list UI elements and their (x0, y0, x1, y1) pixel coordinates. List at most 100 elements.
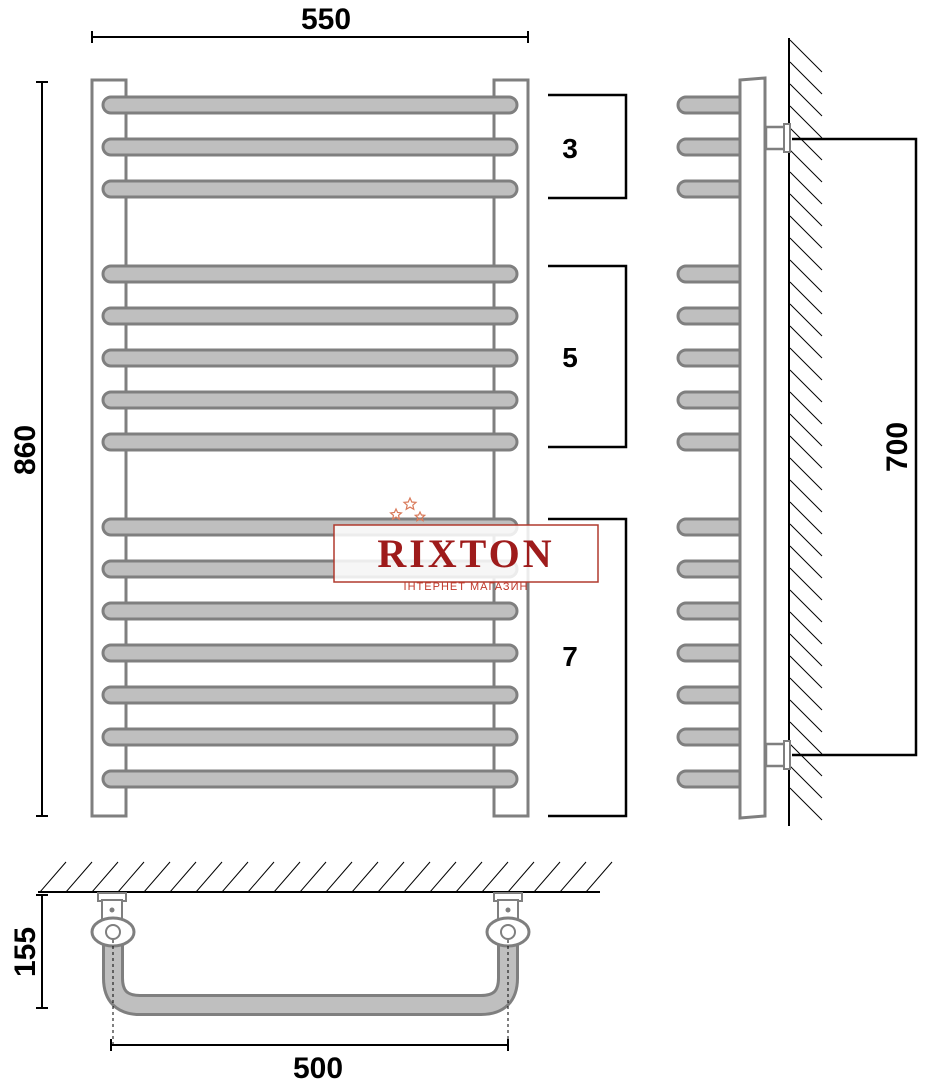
wall-hatch-line (789, 699, 823, 733)
top-wall-hatch-line (429, 861, 457, 893)
watermark-brand: RIXTON (377, 531, 554, 576)
wall-hatch-line (789, 281, 823, 315)
wall-hatch-line (789, 391, 823, 425)
side-bar-5 (676, 306, 743, 326)
wall-hatch-line (789, 457, 823, 491)
top-wall-hatch-line (455, 861, 483, 893)
wall-hatch-line (789, 633, 823, 667)
wall-hatch-line (789, 787, 823, 821)
wall-hatch-line (789, 149, 823, 183)
top-wall-hatch-line (507, 861, 535, 893)
side-bar-6 (676, 348, 743, 368)
top-wall (38, 861, 613, 893)
side-bar-1 (676, 95, 743, 115)
dimension-depth: 155 (9, 894, 48, 1009)
wall-hatch-line (789, 435, 823, 469)
side-bar-10 (676, 559, 743, 579)
front-bar-2 (101, 137, 519, 157)
wall-hatch-line (789, 545, 823, 579)
top-wall-hatch-line (39, 861, 67, 893)
front-bars (101, 95, 519, 789)
front-bar-8 (101, 432, 519, 452)
top-wall-hatch-line (559, 861, 587, 893)
top-wall-hatch-line (299, 861, 327, 893)
wall-hatch-line (789, 523, 823, 557)
wall-hatch-line (789, 567, 823, 601)
dimension-height-left: 860 (9, 81, 48, 817)
wall-hatch-line (789, 127, 823, 161)
wall-hatch-line (789, 171, 823, 205)
wall-hatch-line (789, 721, 823, 755)
wall-hatch-line (789, 655, 823, 689)
wall-hatch-line (789, 237, 823, 271)
front-bar-11 (101, 601, 519, 621)
wall-hatch-line (789, 479, 823, 513)
wall-hatch-line (789, 589, 823, 623)
top-wall-hatch-line (221, 861, 249, 893)
wall-hatch-line (789, 215, 823, 249)
group-brackets: 3 5 7 (548, 93, 628, 818)
dimension-mount-height: 700 (792, 137, 918, 757)
side-wall (788, 38, 823, 826)
side-bar-8 (676, 432, 743, 452)
front-view: 550 860 3 5 7 (9, 3, 628, 818)
top-wall-hatch-line (143, 861, 171, 893)
top-wall-hatch-line (65, 861, 93, 893)
top-wall-hatch-line (585, 861, 613, 893)
front-bar-14 (101, 727, 519, 747)
wall-mount-top (764, 123, 791, 153)
top-wall-hatch-line (117, 861, 145, 893)
wall-hatch-line (789, 259, 823, 293)
watermark-frame (333, 524, 599, 583)
side-bar-11 (676, 601, 743, 621)
top-wall-hatch-line (91, 861, 119, 893)
dimension-mount-height-label: 700 (881, 422, 914, 472)
wall-hatch-line (789, 413, 823, 447)
wall-hatch-line (789, 677, 823, 711)
top-wall-hatch-line (247, 861, 275, 893)
side-bar-9 (676, 517, 743, 537)
front-bar-15 (101, 769, 519, 789)
bracket-group-1 (548, 93, 628, 200)
group-2-count: 5 (562, 342, 578, 373)
wall-hatch-line (789, 83, 823, 117)
side-bar-15 (676, 769, 743, 789)
dimension-width-bottom: 500 (110, 940, 509, 1085)
top-wall-hatch-line (533, 861, 561, 893)
group-1-count: 3 (562, 133, 578, 164)
rixton-watermark: RIXTON ІНТЕРНЕТ МАГАЗИН (333, 496, 599, 593)
side-bar-2 (676, 137, 743, 157)
dimension-width-top: 550 (91, 3, 529, 43)
wall-hatch-line (789, 347, 823, 381)
wall-hatch-line (789, 193, 823, 227)
side-bar-3 (676, 179, 743, 199)
bracket-group-2 (548, 264, 628, 449)
wall-hatch-line (789, 743, 823, 777)
side-bar-7 (676, 390, 743, 410)
side-vertical-rail (738, 76, 767, 820)
side-bars (676, 95, 743, 789)
u-tube-fill (105, 917, 516, 1013)
group-3-count: 7 (562, 641, 578, 672)
front-bar-7 (101, 390, 519, 410)
dimension-depth-label: 155 (9, 927, 42, 977)
wall-hatch-line (789, 39, 823, 73)
wall-mount-bottom (764, 740, 791, 770)
top-wall-hatch-line (273, 861, 301, 893)
top-wall-hatch-line (351, 861, 379, 893)
top-wall-hatch-line (481, 861, 509, 893)
u-tube-outline (102, 914, 519, 1016)
wall-hatch-line (789, 325, 823, 359)
front-bar-3 (101, 179, 519, 199)
wall-hatch-line (789, 501, 823, 535)
wall-hatch-line (789, 765, 823, 799)
front-bar-13 (101, 685, 519, 705)
dimension-height-left-label: 860 (9, 425, 42, 475)
top-wall-hatch-line (169, 861, 197, 893)
top-mount-right (485, 892, 531, 948)
top-wall-hatch-line (403, 861, 431, 893)
top-mount-left (90, 892, 136, 948)
wall-hatch-line (789, 303, 823, 337)
top-wall-hatch-line (377, 861, 405, 893)
